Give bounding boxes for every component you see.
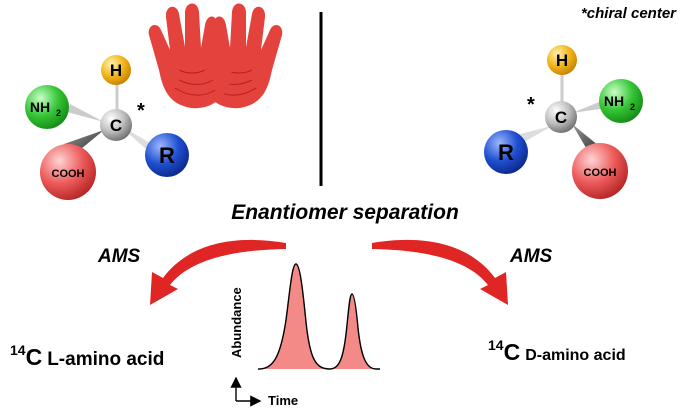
nh2-label-right: NH (604, 93, 624, 109)
abundance-label: Abundance (229, 287, 244, 358)
right-hand-icon (148, 3, 246, 109)
h-label-right: H (556, 51, 568, 70)
nh2-label-left: NH (30, 99, 50, 115)
c-atom-left (100, 109, 132, 141)
r-atom-right (484, 130, 528, 174)
element-left: C (26, 344, 43, 370)
enantiomer-separation-title: Enantiomer separation (231, 201, 459, 224)
nh2-sub-right: 2 (630, 102, 635, 112)
c-atom-right (545, 101, 577, 133)
amino-acid-left: L-amino acid (47, 349, 164, 370)
element-right: C (504, 339, 521, 365)
h-atom-right (547, 45, 577, 75)
bond-nh2-left (67, 104, 104, 122)
h-atom-left (101, 55, 131, 85)
arrow-left (150, 239, 286, 305)
arrow-right (372, 239, 508, 305)
molecule-left: H NH 2 C R COOH * (25, 55, 189, 200)
chiral-star-left: * (137, 100, 145, 122)
chiral-star-right: * (527, 94, 535, 116)
r-label-left: R (159, 143, 175, 168)
nh2-atom-left (25, 85, 69, 129)
bond-r-right (520, 126, 552, 142)
time-label: Time (268, 393, 298, 408)
r-label-right: R (498, 140, 514, 165)
cooh-label-left: COOH (52, 168, 85, 180)
c-label-left: C (110, 116, 122, 135)
c-label-right: C (555, 108, 567, 127)
cooh-label-right: COOH (584, 167, 617, 179)
nh2-atom-right (599, 79, 643, 123)
h-label-left: H (110, 61, 122, 80)
cooh-atom-left (40, 144, 96, 200)
cooh-atom-right (572, 143, 628, 199)
isotope-superscript-left: 14 (10, 342, 26, 358)
chiral-center-note: *chiral center (581, 5, 677, 22)
ams-label-right: AMS (509, 246, 553, 267)
isotope-superscript-right: 14 (488, 337, 504, 353)
chromatogram (257, 263, 380, 370)
peaks (257, 263, 380, 370)
bond-nh2-right (572, 100, 607, 113)
r-atom-left (145, 133, 189, 177)
amino-acid-right: D-amino acid (525, 347, 625, 364)
nh2-sub-left: 2 (56, 108, 61, 118)
molecule-right: H NH 2 C R COOH * (484, 45, 643, 199)
ams-label-left: AMS (97, 246, 141, 267)
